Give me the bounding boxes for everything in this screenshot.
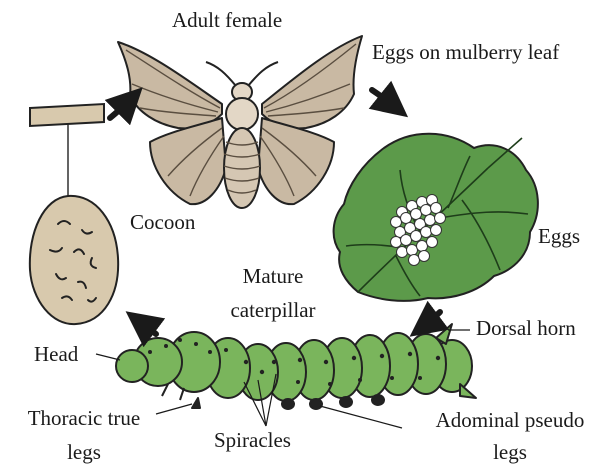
label-eggs-on-leaf: Eggs on mulberry leaf (372, 42, 559, 63)
cycle-arrow-icon (372, 90, 394, 106)
cycle-arrow-icon (110, 100, 130, 118)
label-abdominal-legs-line2: legs (414, 442, 606, 463)
caterpillar-illustration (116, 324, 476, 409)
label-head: Head (34, 344, 78, 365)
cocoon-illustration (30, 104, 118, 324)
label-adult-female: Adult female (172, 10, 282, 31)
label-caterpillar: caterpillar (218, 300, 328, 321)
label-eggs: Eggs (538, 226, 580, 247)
cycle-arrow-icon (424, 312, 440, 326)
label-spiracles: Spiracles (214, 430, 291, 451)
label-cocoon: Cocoon (130, 212, 195, 233)
label-thoracic-legs-line1: Thoracic true (8, 408, 160, 429)
cycle-arrow-icon (140, 322, 156, 334)
label-mature: Mature (228, 266, 318, 287)
label-thoracic-legs-line2: legs (8, 442, 160, 463)
label-dorsal-horn: Dorsal horn (476, 318, 576, 339)
moth-illustration (118, 36, 362, 208)
label-abdominal-legs-line1: Adominal pseudo (414, 410, 606, 431)
